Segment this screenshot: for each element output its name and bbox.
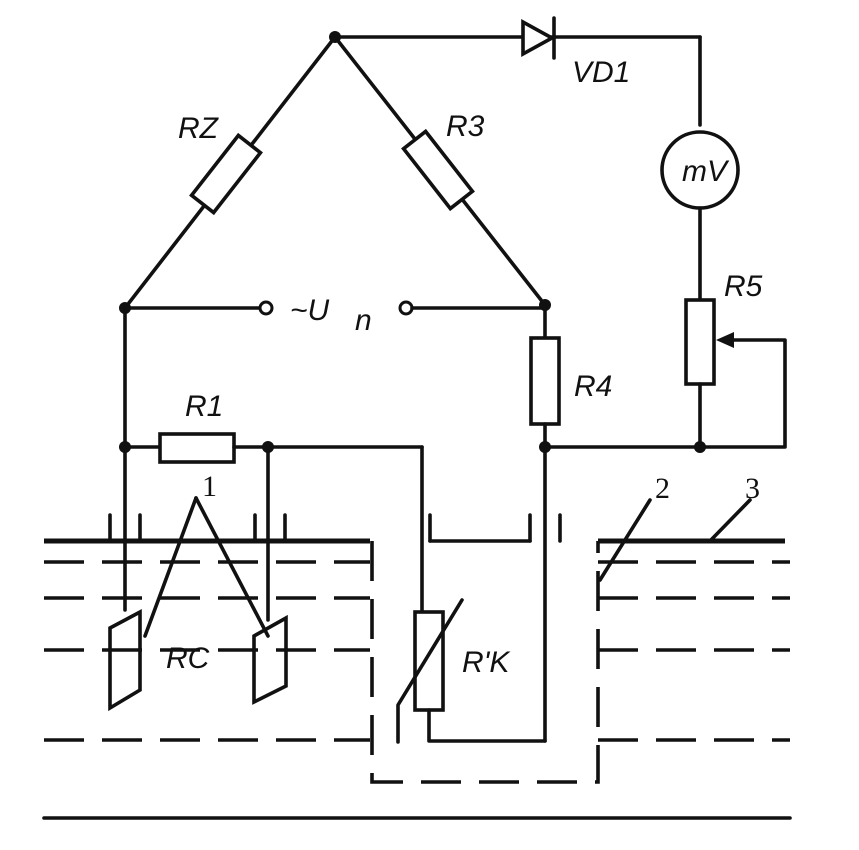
ref-2: 2	[655, 472, 670, 505]
label-vd1: VD1	[572, 56, 630, 89]
resistor-r3	[401, 128, 475, 212]
resistor-r2	[189, 132, 263, 216]
label-r1: R1	[185, 390, 223, 423]
ref-3: 3	[745, 472, 760, 505]
thermistor-rk	[396, 598, 464, 744]
pit-outline	[370, 541, 600, 784]
label-r3: R3	[446, 110, 485, 143]
label-supply-sub: n	[355, 304, 372, 337]
level-lines	[44, 560, 790, 742]
top-node	[329, 31, 341, 43]
resistor-r1	[158, 432, 236, 464]
label-supply: ~U	[290, 294, 330, 327]
supply-terminals	[119, 299, 551, 316]
ref-1: 1	[202, 470, 217, 503]
label-meter: mV	[682, 155, 730, 188]
diode-vd1	[521, 16, 556, 60]
electrode-right	[252, 614, 288, 705]
floor-line	[44, 513, 785, 544]
resistor-r4	[529, 336, 561, 426]
label-r5: R5	[724, 270, 763, 303]
potentiometer-r5	[546, 298, 787, 453]
electrode-left	[108, 609, 142, 712]
label-r4: R4	[574, 370, 612, 403]
label-rk: R'K	[462, 646, 511, 679]
label-rc: RC	[166, 642, 210, 675]
label-r2: RZ	[178, 112, 220, 145]
